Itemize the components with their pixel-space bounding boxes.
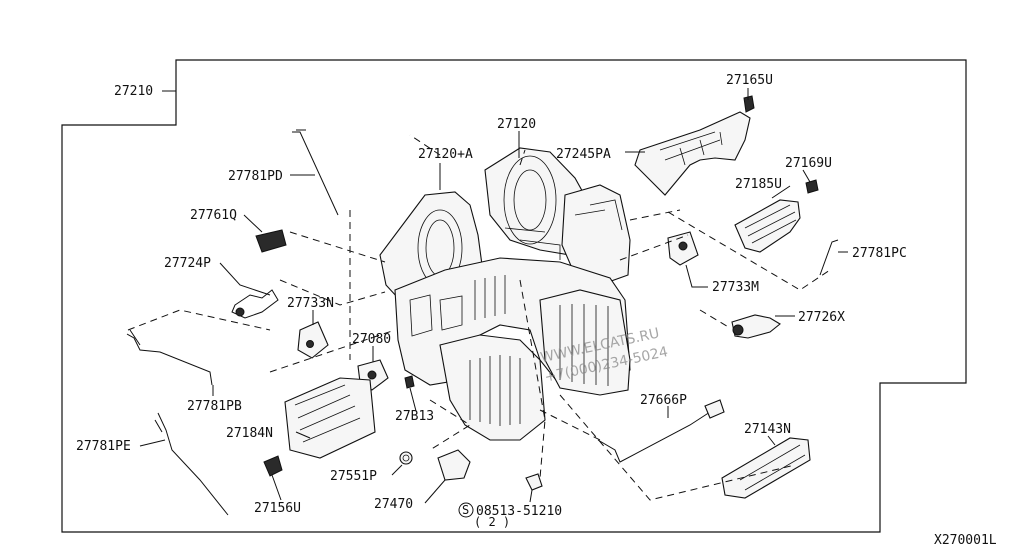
part-27666P [597,411,711,463]
part-27169U [805,179,819,194]
label-27781PB: 27781PB [187,399,242,414]
label-27169U: 27169U [785,156,832,171]
label-screw-qty: ( 2 ) [474,515,510,529]
label-27143N: 27143N [744,422,791,437]
screw-symbol: S [462,503,469,517]
label-screw-code: 08513-51210 [476,504,562,519]
part-screw [525,473,543,491]
label-27781PC: 27781PC [852,246,907,261]
label-27B13: 27B13 [395,409,434,424]
label-27551P: 27551P [330,469,377,484]
label-27185U: 27185U [735,177,782,192]
part-27B13 [404,375,415,389]
label-27781PE: 27781PE [76,439,131,454]
part-27165U [743,95,755,113]
label-27165U: 27165U [726,73,773,88]
part-27156U [263,455,283,477]
label-27733M: 27733M [712,280,759,295]
label-27470: 27470 [374,497,413,512]
label-27184N: 27184N [226,426,273,441]
part-27733N [297,321,329,359]
dashed-guides [127,134,831,501]
heater-unit-case [379,147,631,441]
label-27120A: 27120+A [418,147,473,162]
label-27156U: 27156U [254,501,301,516]
figure-code: X270001L [934,533,997,548]
label-27733N: 27733N [287,296,334,311]
part-27551P [399,451,413,465]
part-27781PD [292,129,339,216]
circled-s-icon [458,502,474,518]
part-27781PC [819,239,839,276]
part-27761Q [255,229,287,253]
label-27245PA: 27245PA [556,147,611,162]
label-27080: 27080 [352,332,391,347]
label-27120: 27120 [497,117,536,132]
assembly-boundary [61,59,967,533]
label-27781PD: 27781PD [228,169,283,184]
part-27470 [437,449,471,481]
part-27781PB [126,329,213,386]
screw-callout: S 08513-51210 ( 2 ) [458,502,562,529]
label-27724P: 27724P [164,256,211,271]
label-27666P: 27666P [640,393,687,408]
label-27761Q: 27761Q [190,208,237,223]
part-27143N [721,437,811,499]
label-27726X: 27726X [798,310,845,325]
part-27726X [731,314,781,339]
part-27245PA [634,111,751,196]
part-27781PE [154,412,229,516]
part-27184N [284,377,376,459]
label-27210: 27210 [114,84,153,99]
leader-lines [139,88,848,504]
